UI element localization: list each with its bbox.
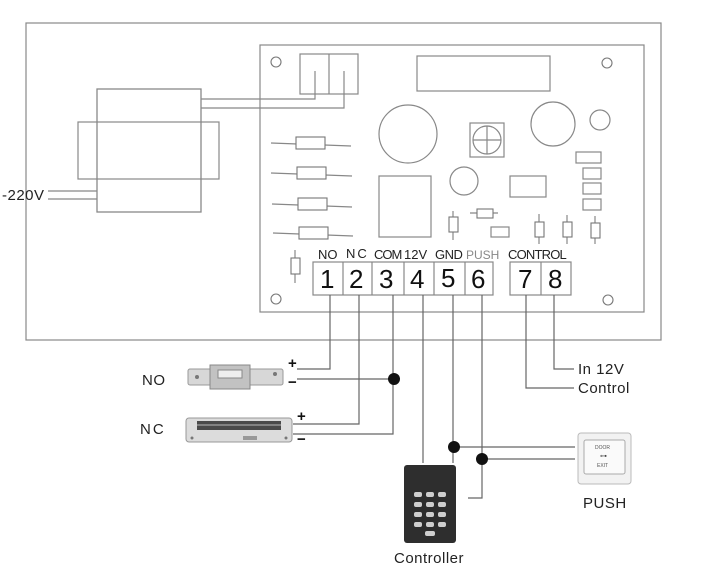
potentiometer [469, 122, 505, 158]
wire-in12v [553, 295, 574, 370]
mains-label: -220V [2, 187, 45, 204]
terminal-group-label-control: CONTROL [508, 247, 567, 262]
mount-hole [601, 57, 613, 69]
mount-hole [270, 293, 282, 305]
terminal-1: 1 [320, 264, 335, 294]
terminal-6: 6 [471, 264, 486, 294]
enclosure-outline [25, 22, 662, 341]
nc-lock-minus: − [297, 431, 306, 448]
push-exit-button [577, 432, 632, 485]
capacitor [378, 104, 438, 164]
nc-lock-plus: + [297, 408, 306, 425]
capacitor [449, 166, 479, 196]
terminal-label-12v: 12V [404, 247, 428, 262]
terminal-label-com: COM [374, 247, 402, 262]
key-icon: ⊶ [600, 453, 607, 460]
wire-no [297, 295, 331, 370]
junction-dot [448, 441, 460, 453]
capacitor [589, 109, 611, 131]
nc-lock-magnet [185, 417, 293, 443]
terminal-label-no: NO [318, 247, 338, 262]
terminal-label-gnd: GND [435, 247, 463, 262]
controller-label: Controller [394, 550, 465, 567]
pcb-outline [259, 44, 645, 313]
terminal-7: 7 [518, 264, 533, 294]
terminal-2: 2 [349, 264, 364, 294]
junction-dot [388, 373, 400, 385]
wire-control [525, 295, 574, 389]
terminal-label-push: PUSH [466, 248, 500, 262]
mount-hole [270, 56, 282, 68]
terminal-4: 4 [410, 264, 425, 294]
no-lock-label: NO [142, 372, 166, 389]
wire-com [293, 295, 394, 435]
capacitor [530, 101, 576, 147]
terminal-8: 8 [548, 264, 563, 294]
pcb-chip [509, 175, 547, 198]
no-lock-strike [187, 364, 284, 390]
secondary-wire [201, 71, 345, 109]
push-label: PUSH [583, 495, 627, 512]
relay [378, 175, 432, 238]
no-lock-plus: + [288, 355, 297, 372]
pcb-module [416, 55, 551, 92]
mount-hole [602, 294, 614, 306]
push-face-door: DOOR [595, 445, 610, 451]
resistor-bank [270, 136, 354, 240]
wire-push [468, 295, 483, 499]
wire-nc [293, 295, 360, 425]
no-lock-minus: − [288, 374, 297, 391]
transformer [77, 88, 220, 213]
terminal-label-nc: NC [346, 246, 369, 261]
terminal-3: 3 [379, 264, 394, 294]
small-resistors [290, 208, 601, 283]
junction-dot [476, 453, 488, 465]
terminal-block [312, 261, 572, 296]
secondary-wire [201, 71, 316, 100]
terminal-5: 5 [441, 263, 456, 293]
nc-lock-label: NC [140, 421, 166, 438]
in12v-label: In 12V [578, 361, 625, 378]
control-label: Control [578, 380, 630, 397]
push-face-exit: EXIT [597, 463, 609, 469]
controller-keypad [404, 465, 456, 543]
